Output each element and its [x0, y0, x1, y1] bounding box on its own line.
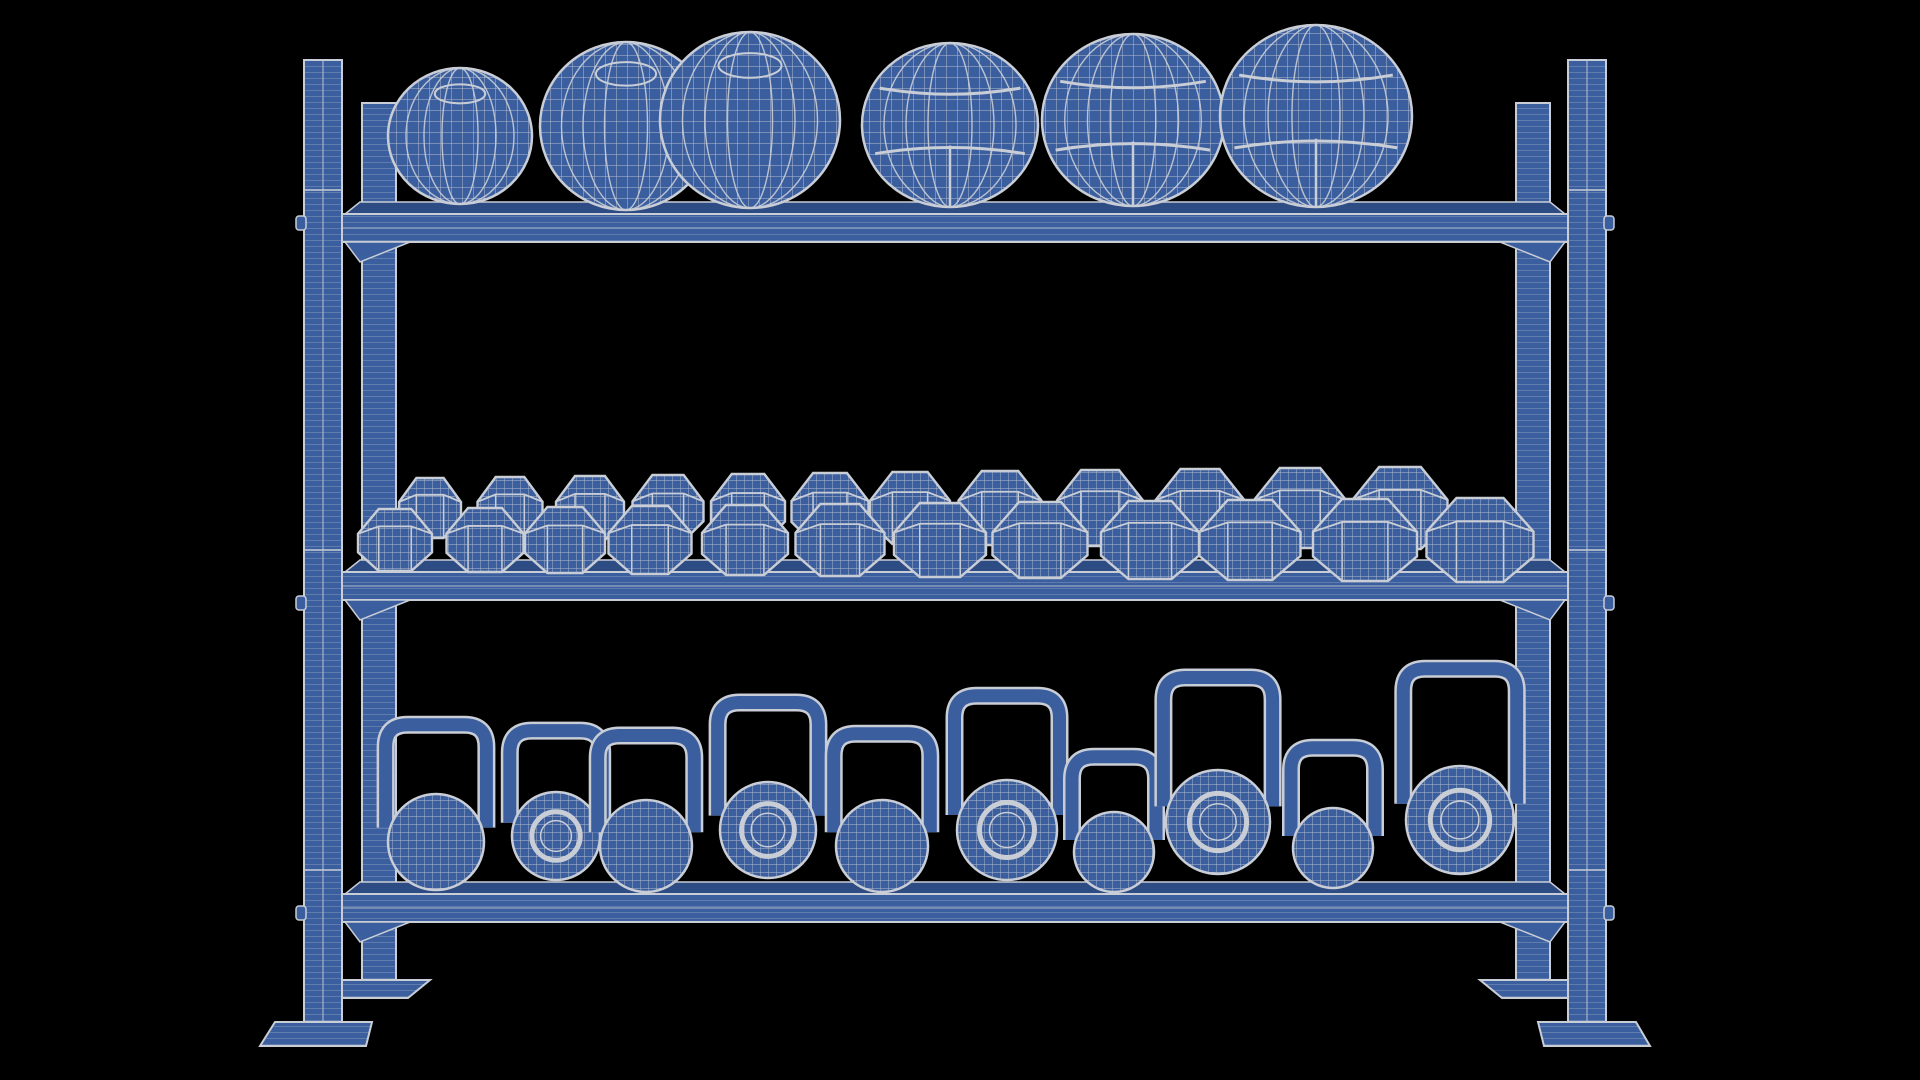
medicine-ball: [1040, 32, 1226, 208]
medicine-ball: [386, 66, 534, 206]
hex-dumbbell: [1198, 498, 1302, 582]
medicine-ball: [658, 30, 842, 210]
kettlebell: [1282, 738, 1384, 890]
bolt: [295, 215, 307, 231]
kettlebell: [824, 724, 940, 894]
shelf-bracket: [1499, 921, 1567, 943]
bolt: [1603, 215, 1615, 231]
kettlebell: [1154, 668, 1282, 876]
kettlebell: [376, 715, 496, 892]
shelf-bracket: [343, 599, 411, 621]
shelf-bracket: [1499, 599, 1567, 621]
dumbbell-row: [356, 465, 1535, 584]
hex-dumbbell: [700, 503, 790, 577]
hex-dumbbell: [991, 500, 1089, 580]
medicine-ball: [860, 41, 1040, 209]
bolt: [1603, 905, 1615, 921]
hex-dumbbell: [1099, 499, 1201, 581]
hex-dumbbell: [445, 506, 525, 574]
hex-dumbbell: [1311, 497, 1419, 583]
medicine-ball-row: [386, 23, 1414, 212]
bottom-shelf-deck: [342, 881, 1568, 895]
kettlebell: [708, 693, 828, 880]
kettlebell: [945, 686, 1069, 882]
hex-dumbbell: [607, 504, 693, 576]
shelf-bracket: [343, 241, 411, 263]
hex-dumbbell: [794, 502, 886, 578]
kettlebell-row: [376, 659, 1526, 894]
hex-dumbbell: [523, 505, 607, 575]
front-left-foot: [258, 1021, 374, 1047]
hex-dumbbell: [356, 507, 434, 573]
front-right-foot: [1536, 1021, 1652, 1047]
hex-dumbbell: [1425, 496, 1535, 584]
medicine-ball: [1218, 23, 1414, 209]
kettlebell: [588, 726, 704, 894]
hex-dumbbell: [892, 501, 988, 579]
bolt: [1603, 595, 1615, 611]
shelf-bracket: [1499, 241, 1567, 263]
kettlebell: [1394, 659, 1526, 876]
kettlebell: [1063, 747, 1165, 894]
bolt: [295, 905, 307, 921]
bolt: [295, 595, 307, 611]
shelf-bracket: [343, 921, 411, 943]
kettlebell: [500, 721, 612, 882]
